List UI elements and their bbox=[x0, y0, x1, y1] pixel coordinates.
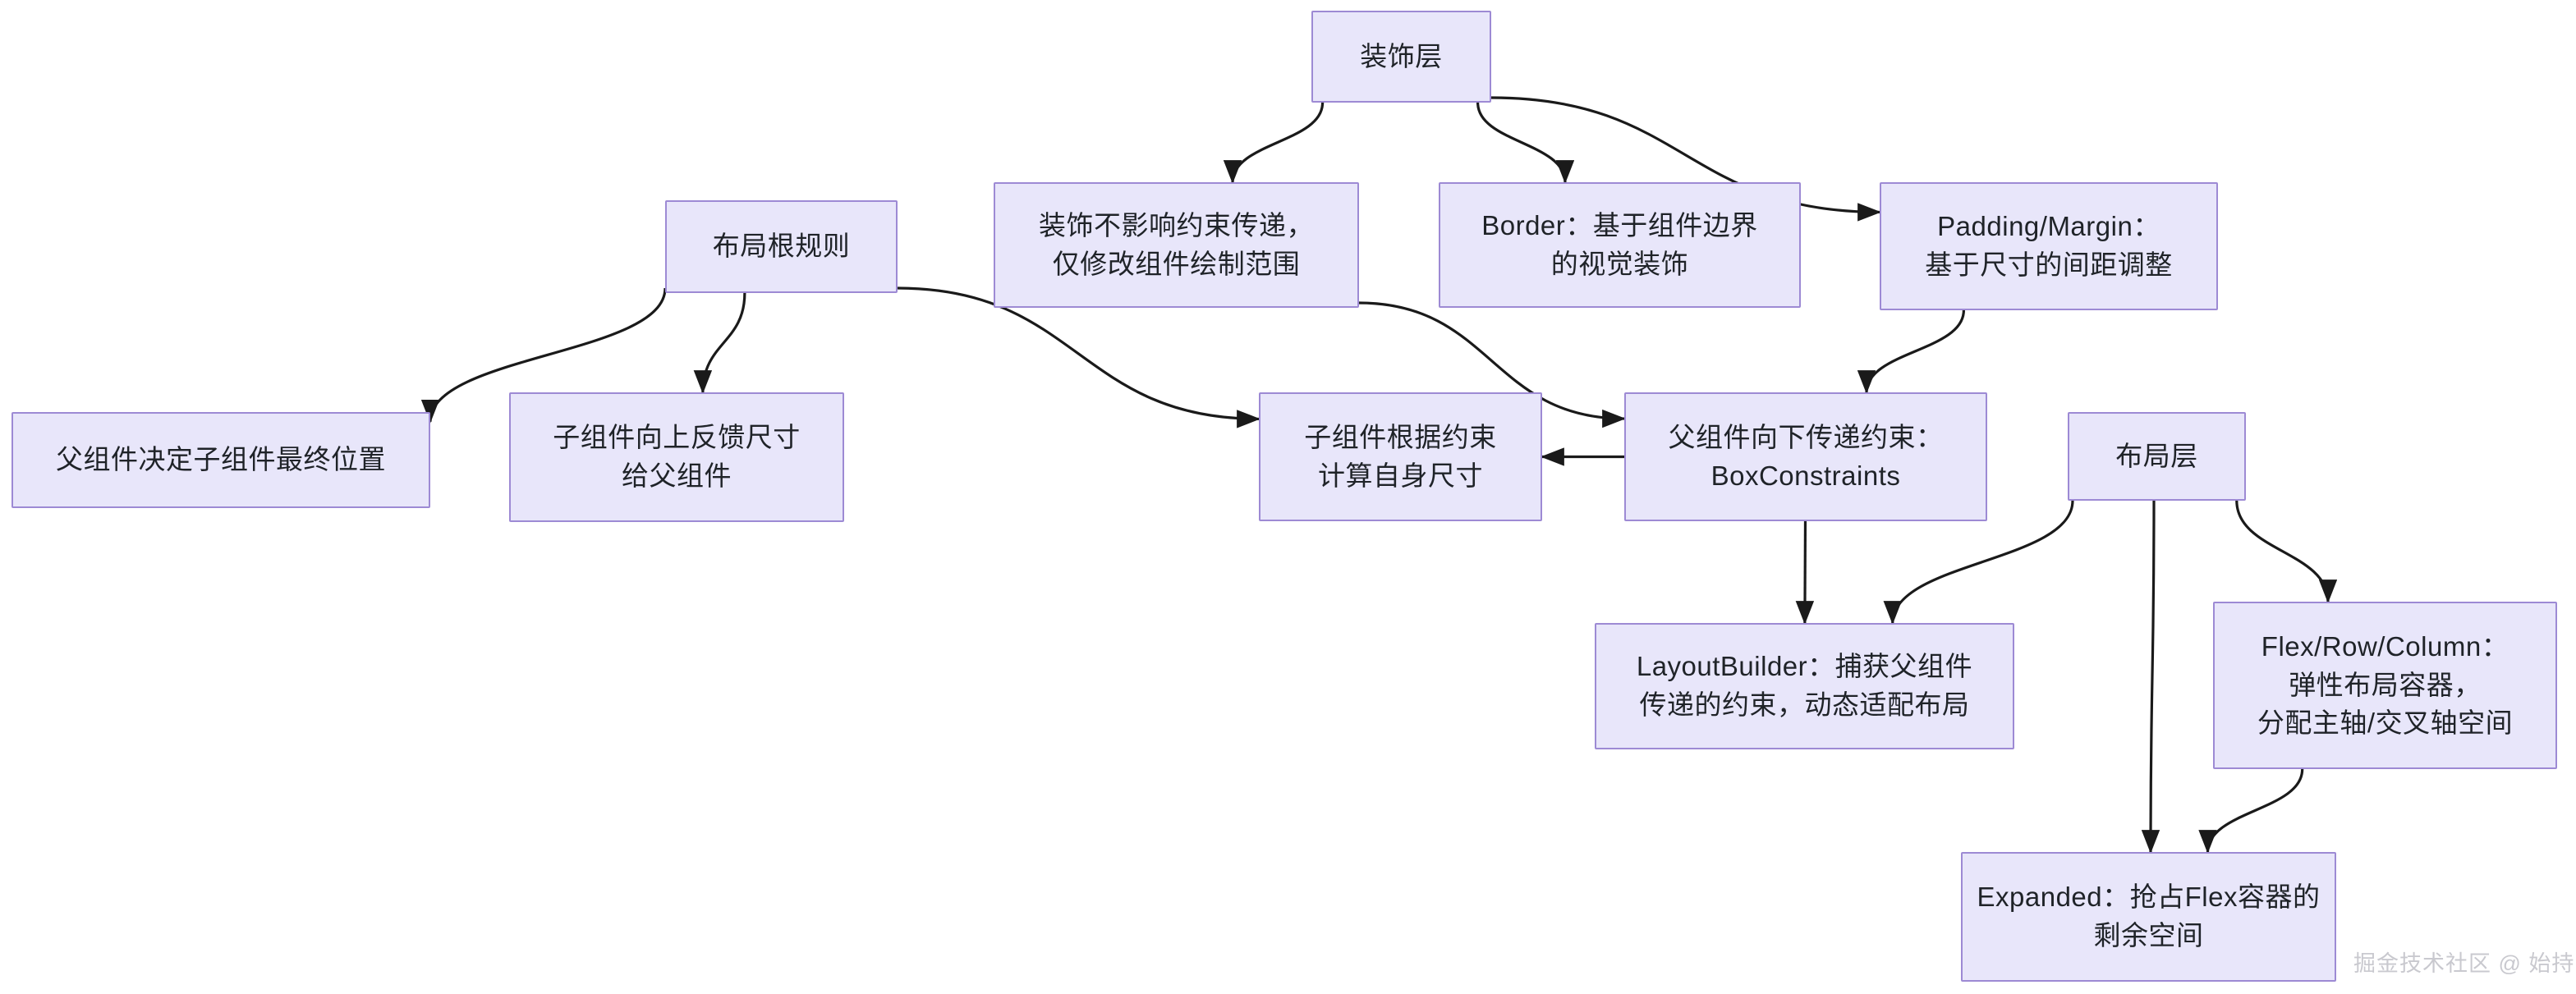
flow-node-child-reports-size[interactable]: 子组件向上反馈尺寸 给父组件 bbox=[509, 392, 844, 522]
flow-node-label: Flex/Row/Column： 弹性布局容器， 分配主轴/交叉轴空间 bbox=[2257, 630, 2514, 739]
flow-node-layout-root-rule[interactable]: 布局根规则 bbox=[665, 200, 898, 293]
flow-edge-e14 bbox=[2198, 768, 2304, 854]
flow-node-decoration-layer[interactable]: 装饰层 bbox=[1311, 11, 1491, 103]
flow-node-label: 父组件决定子组件最终位置 bbox=[56, 444, 386, 475]
flow-node-label: 布局层 bbox=[2115, 440, 2198, 471]
flow-edge-e8 bbox=[1857, 309, 1965, 394]
flow-node-child-computes-size[interactable]: 子组件根据约束 计算自身尺寸 bbox=[1259, 392, 1542, 521]
flow-edge-e2 bbox=[1476, 102, 1575, 184]
flow-node-label: 子组件根据约束 计算自身尺寸 bbox=[1304, 421, 1497, 491]
flow-node-label: 装饰层 bbox=[1360, 40, 1443, 71]
flow-node-decoration-no-constraint[interactable]: 装饰不影响约束传递， 仅修改组件绘制范围 bbox=[994, 182, 1359, 308]
flow-node-expanded-node[interactable]: Expanded：抢占Flex容器的 剩余空间 bbox=[1961, 852, 2336, 982]
flow-node-label: 子组件向上反馈尺寸 给父组件 bbox=[553, 422, 801, 491]
flow-edge-e13 bbox=[2235, 500, 2338, 603]
flow-node-layout-layer[interactable]: 布局层 bbox=[2068, 412, 2246, 501]
flow-node-parent-decides-position[interactable]: 父组件决定子组件最终位置 bbox=[11, 412, 430, 508]
flow-node-label: Expanded：抢占Flex容器的 剩余空间 bbox=[1977, 882, 2321, 950]
flow-edge-e12 bbox=[2141, 500, 2160, 854]
flow-node-label: Padding/Margin： 基于尺寸的间距调整 bbox=[1925, 211, 2173, 280]
flow-node-label: 布局根规则 bbox=[712, 231, 851, 262]
flow-node-label: 装饰不影响约束传递， 仅修改组件绘制范围 bbox=[1039, 209, 1314, 279]
flow-node-flex-row-column[interactable]: Flex/Row/Column： 弹性布局容器， 分配主轴/交叉轴空间 bbox=[2213, 602, 2557, 769]
flow-node-parent-passes-constraints[interactable]: 父组件向下传递约束： BoxConstraints bbox=[1624, 392, 1987, 521]
flow-node-label: LayoutBuilder：捕获父组件 传递的约束，动态适配布局 bbox=[1636, 651, 1973, 720]
flow-node-label: Border：基于组件边界 的视觉装饰 bbox=[1481, 209, 1758, 279]
flow-node-layout-builder[interactable]: LayoutBuilder：捕获父组件 传递的约束，动态适配布局 bbox=[1595, 623, 2014, 749]
flow-edge-e1 bbox=[1223, 102, 1325, 184]
watermark: 掘金技术社区 @ 始持 bbox=[2353, 951, 2575, 976]
flow-node-padding-margin-node[interactable]: Padding/Margin： 基于尺寸的间距调整 bbox=[1880, 182, 2218, 310]
flow-edge-e5 bbox=[693, 292, 746, 394]
flow-edge-e10 bbox=[1795, 520, 1815, 625]
flow-node-border-node[interactable]: Border：基于组件边界 的视觉装饰 bbox=[1439, 182, 1801, 308]
flow-node-label: 父组件向下传递约束： BoxConstraints bbox=[1668, 421, 1944, 491]
